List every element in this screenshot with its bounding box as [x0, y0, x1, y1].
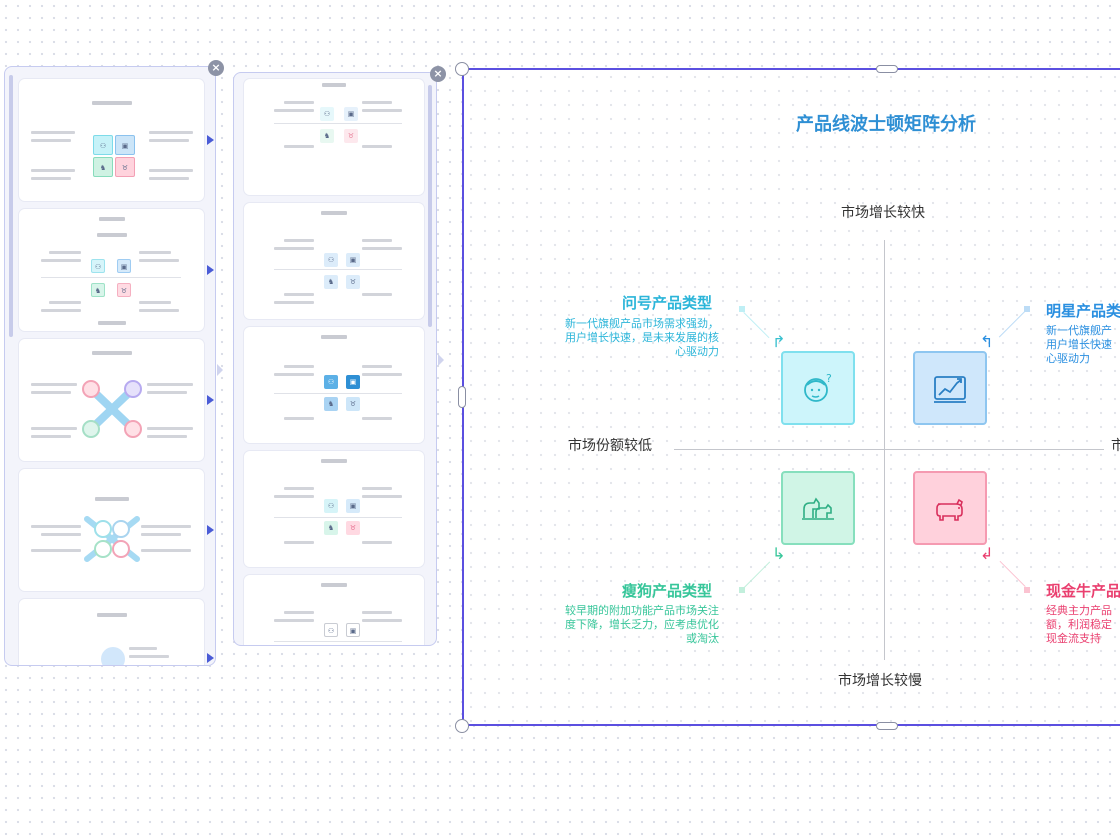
- template-thumbnail[interactable]: ⚇ ▣ ♞ ♉: [244, 327, 424, 443]
- star-quadrant-box[interactable]: [913, 351, 987, 425]
- question-face-icon: ⚇: [91, 259, 105, 273]
- cow-icon: ♉: [346, 645, 360, 646]
- template-thumbnail[interactable]: ⚇ ▣ ♞ ♉: [244, 79, 424, 195]
- template-thumbnail[interactable]: [19, 599, 204, 665]
- cow-quadrant-desc: 经典主力产品 额，利润稳定 现金流支持: [1046, 604, 1112, 645]
- dogs-icon: ♞: [93, 157, 113, 177]
- trend-chart-icon: ▣: [346, 253, 360, 267]
- question-face-icon: ⚇: [93, 135, 113, 155]
- chevron-right-icon: [217, 364, 223, 376]
- question-face-icon: ⚇: [324, 499, 338, 513]
- question-face-icon: ⚇: [320, 107, 334, 121]
- cow-icon: ♉: [344, 129, 358, 143]
- x-shape-icon: [82, 380, 142, 438]
- template-panel-left: ⚇ ▣ ♞ ♉ ⚇ ▣ ♞ ♉: [4, 66, 216, 666]
- dogs-icon: [802, 497, 834, 520]
- axis-label-left: 市场份额较低: [568, 438, 652, 454]
- chart-title: 产品线波士顿矩阵分析: [796, 114, 976, 135]
- question-quadrant-box[interactable]: ?: [781, 351, 855, 425]
- axis-label-top: 市场增长较快: [841, 205, 925, 221]
- cow-quadrant-title: 现金牛产品: [1046, 582, 1120, 600]
- cow-icon: ♉: [346, 521, 360, 535]
- resize-handle-top[interactable]: [876, 65, 898, 73]
- resize-handle-bottom-left[interactable]: [455, 719, 469, 733]
- template-panel-right: ⚇ ▣ ♞ ♉ ⚇ ▣ ♞ ♉ ⚇ ▣ ♞ ♉: [233, 72, 437, 646]
- x-shape-icon: [84, 516, 140, 562]
- cow-icon: ♉: [115, 157, 135, 177]
- dogs-icon: ♞: [320, 129, 334, 143]
- dogs-icon: ♞: [91, 283, 105, 297]
- template-thumbnail[interactable]: ⚇ ▣ ♞ ♉: [244, 575, 424, 646]
- cow-icon: ♉: [346, 397, 360, 411]
- axis-label-right: 市: [1111, 438, 1120, 454]
- resize-handle-top-left[interactable]: [455, 62, 469, 76]
- arrow-marker-icon: [207, 525, 214, 535]
- dogs-icon: ♞: [324, 521, 338, 535]
- template-thumbnail[interactable]: ⚇ ▣ ♞ ♉: [244, 203, 424, 319]
- horizontal-axis: [674, 449, 1104, 450]
- cow-icon: ♉: [346, 275, 360, 289]
- connector-dot: [1024, 306, 1030, 312]
- connector-dot: [739, 587, 745, 593]
- connector-dot: [1024, 587, 1030, 593]
- dogs-icon: ♞: [324, 275, 338, 289]
- star-quadrant-title: 明星产品类: [1046, 302, 1120, 320]
- arrow-marker-icon: [207, 265, 214, 275]
- resize-handle-left[interactable]: [458, 386, 466, 408]
- trend-chart-icon: ▣: [346, 623, 360, 637]
- template-thumbnail[interactable]: [19, 339, 204, 461]
- trend-chart-icon: ▣: [346, 375, 360, 389]
- vertical-axis: [884, 240, 885, 660]
- trend-chart-icon: ▣: [117, 259, 131, 273]
- question-face-icon: ⚇: [324, 375, 338, 389]
- close-panel-button[interactable]: ×: [208, 60, 224, 76]
- panel-scrollbar[interactable]: [9, 75, 13, 337]
- dogs-icon: ♞: [324, 645, 338, 646]
- dog-quadrant-desc: 较早期的附加功能产品市场关注 度下降，增长乏力，应考虑优化 或淘汰: [565, 604, 719, 645]
- trend-chart-icon: ▣: [344, 107, 358, 121]
- svg-text:?: ?: [826, 372, 832, 385]
- arrow-up-left-icon: ↰: [980, 332, 994, 351]
- question-face-icon: ⚇: [324, 623, 338, 637]
- arrow-marker-icon: [207, 653, 214, 663]
- cow-icon: [936, 498, 963, 521]
- dogs-icon: ♞: [324, 397, 338, 411]
- question-quadrant-desc: 新一代旗舰产品市场需求强劲， 用户增长快速，是未来发展的核 心驱动力: [565, 317, 719, 358]
- dog-quadrant-title: 瘦狗产品类型: [622, 582, 713, 600]
- template-thumbnail[interactable]: ⚇ ▣ ♞ ♉: [244, 451, 424, 567]
- arrow-down-right-icon: ↳: [772, 544, 786, 563]
- star-quadrant-desc: 新一代旗舰产 用户增长快速 心驱动力: [1046, 324, 1112, 365]
- question-quadrant-title: 问号产品类型: [622, 294, 713, 312]
- template-thumbnail[interactable]: ⚇ ▣ ♞ ♉: [19, 79, 204, 201]
- axis-label-bottom: 市场增长较慢: [838, 673, 922, 689]
- dog-quadrant-box[interactable]: [781, 471, 855, 545]
- circle-icon: [101, 647, 125, 665]
- trend-chart-icon: [934, 376, 966, 403]
- arrow-marker-icon: [207, 395, 214, 405]
- cow-quadrant-box[interactable]: [913, 471, 987, 545]
- chevron-right-icon: [438, 354, 444, 366]
- close-panel-button[interactable]: ×: [430, 66, 446, 82]
- template-thumbnail[interactable]: ⚇ ▣ ♞ ♉: [19, 209, 204, 331]
- arrow-down-left-icon: ↲: [980, 544, 994, 563]
- trend-chart-icon: ▣: [115, 135, 135, 155]
- panel-scrollbar[interactable]: [428, 85, 432, 327]
- template-thumbnail[interactable]: [19, 469, 204, 591]
- question-face-icon: ?: [804, 372, 832, 402]
- arrow-marker-icon: [207, 135, 214, 145]
- question-face-icon: ⚇: [324, 253, 338, 267]
- connector-dot: [739, 306, 745, 312]
- arrow-up-right-icon: ↱: [772, 332, 786, 351]
- resize-handle-bottom[interactable]: [876, 722, 898, 730]
- cow-icon: ♉: [117, 283, 131, 297]
- trend-chart-icon: ▣: [346, 499, 360, 513]
